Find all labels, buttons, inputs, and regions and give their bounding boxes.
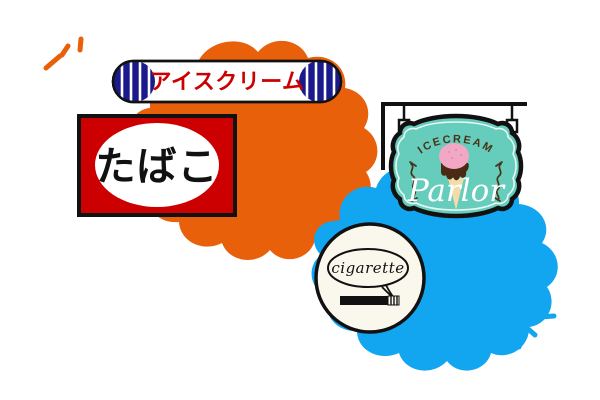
tabako-sign[interactable]: たばこ: [77, 114, 237, 217]
tabako-label: たばこ: [96, 144, 219, 190]
banner-label: アイスクリーム: [149, 70, 304, 95]
scroll-flourish-ornament: [409, 161, 503, 202]
blue-sparkle-3: [511, 336, 522, 350]
blue-sparkle-marks: [511, 313, 557, 350]
orange-sparkle-marks: [43, 36, 84, 71]
blue-sparkle-1: [537, 313, 557, 320]
badge-circle: [314, 222, 426, 334]
orange-sparkle-2: [59, 43, 71, 58]
cone-body: [448, 178, 464, 210]
banner-right-cap: [299, 61, 341, 102]
badge-label: cigarette: [331, 259, 404, 277]
cigarette-badge[interactable]: cigarette: [314, 222, 426, 334]
plaque-script-label: Parlor: [407, 173, 506, 209]
banner-outline: [111, 59, 343, 104]
tabako-oval: [95, 123, 219, 207]
sprinkle-dots: [447, 148, 463, 160]
icecream-banner[interactable]: アイスクリーム: [111, 59, 343, 104]
plaque-inner-line: [395, 121, 517, 211]
banner-left-cap: [113, 61, 155, 102]
blue-sparkle-2: [524, 325, 538, 338]
speech-bubble: [327, 248, 409, 288]
orange-sparkle-3: [77, 36, 84, 53]
hanging-parlor-sign[interactable]: ICECREAM P: [381, 102, 527, 219]
orange-sparkle-1: [43, 53, 63, 71]
ice-cream-cone-icon: [439, 143, 469, 210]
ice-cream-scoop: [439, 143, 469, 169]
cigarette-stick-icon: [340, 295, 400, 306]
